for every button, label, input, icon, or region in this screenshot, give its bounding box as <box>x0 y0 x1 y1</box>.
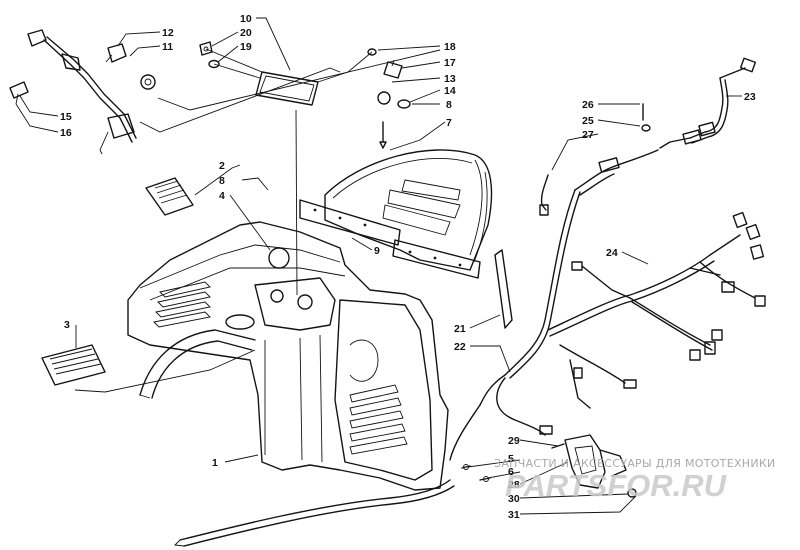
watermark-logo: PARTSFOR.RU <box>505 468 728 503</box>
callout-24: 24 <box>606 247 618 259</box>
rear-shield <box>299 149 493 279</box>
callout-17: 17 <box>444 57 456 69</box>
callout-7: 7 <box>446 117 452 129</box>
callout-8b: 8 <box>446 99 452 111</box>
left-louvers <box>153 281 211 328</box>
right-louvers <box>349 384 408 455</box>
callout-16: 16 <box>60 127 72 139</box>
callout-8a: 8 <box>219 175 225 187</box>
callout-12: 12 <box>162 27 174 39</box>
cable-strap <box>174 479 455 547</box>
leader-top-band <box>157 49 441 111</box>
callout-13: 13 <box>444 73 456 85</box>
callout-31: 31 <box>508 509 520 521</box>
decal-3 <box>41 344 106 386</box>
decal-3-leader-line <box>74 349 256 393</box>
cable-assembly <box>9 29 137 155</box>
washer-18 <box>367 48 377 56</box>
callout-19: 19 <box>240 41 252 53</box>
callout-3: 3 <box>64 319 70 331</box>
callout-29: 29 <box>508 435 520 447</box>
watermark-caption: ЗАПЧАСТИ И АКСЕССУАРЫ ДЛЯ МОТОТЕХНИКИ <box>494 457 776 470</box>
callout-2: 2 <box>219 160 225 172</box>
callout-27: 27 <box>582 129 594 141</box>
callout-6: 6 <box>508 466 514 478</box>
bulb-20 <box>199 41 213 56</box>
callout-30: 30 <box>508 493 520 505</box>
indicator-panel <box>255 71 319 106</box>
bracket-assembly <box>461 434 637 498</box>
nut-14 <box>397 99 411 109</box>
callout-23: 23 <box>744 91 756 103</box>
callout-10: 10 <box>240 13 252 25</box>
callout-1: 1 <box>212 457 218 469</box>
callout-labels: 1 2 3 4 5 6 7 8 8 9 10 11 12 13 14 15 16… <box>60 13 756 521</box>
callout-26: 26 <box>582 99 594 111</box>
callout-5: 5 <box>508 453 514 465</box>
callout-18: 18 <box>444 41 456 53</box>
wiring-harness <box>449 57 766 461</box>
decal-2 <box>145 177 194 216</box>
switch-12 <box>105 43 127 63</box>
callout-20: 20 <box>240 27 252 39</box>
trim-strip <box>494 249 513 329</box>
screw-8 <box>379 121 387 149</box>
nut-19 <box>208 59 220 69</box>
console-body <box>127 221 449 491</box>
callout-25: 25 <box>582 115 594 127</box>
callout-14: 14 <box>444 85 456 97</box>
callout-28: 28 <box>508 479 520 491</box>
callout-15: 15 <box>60 111 72 123</box>
watermark: ЗАПЧАСТИ И АКСЕССУАРЫ ДЛЯ МОТОТЕХНИКИ PA… <box>494 457 776 503</box>
callout-22: 22 <box>454 341 466 353</box>
callout-11: 11 <box>162 41 173 53</box>
knob-11 <box>140 74 156 90</box>
callouts <box>15 17 742 515</box>
callout-21: 21 <box>454 323 466 335</box>
callout-9: 9 <box>374 245 380 257</box>
callout-4: 4 <box>219 190 225 202</box>
knob-13 <box>377 91 391 105</box>
